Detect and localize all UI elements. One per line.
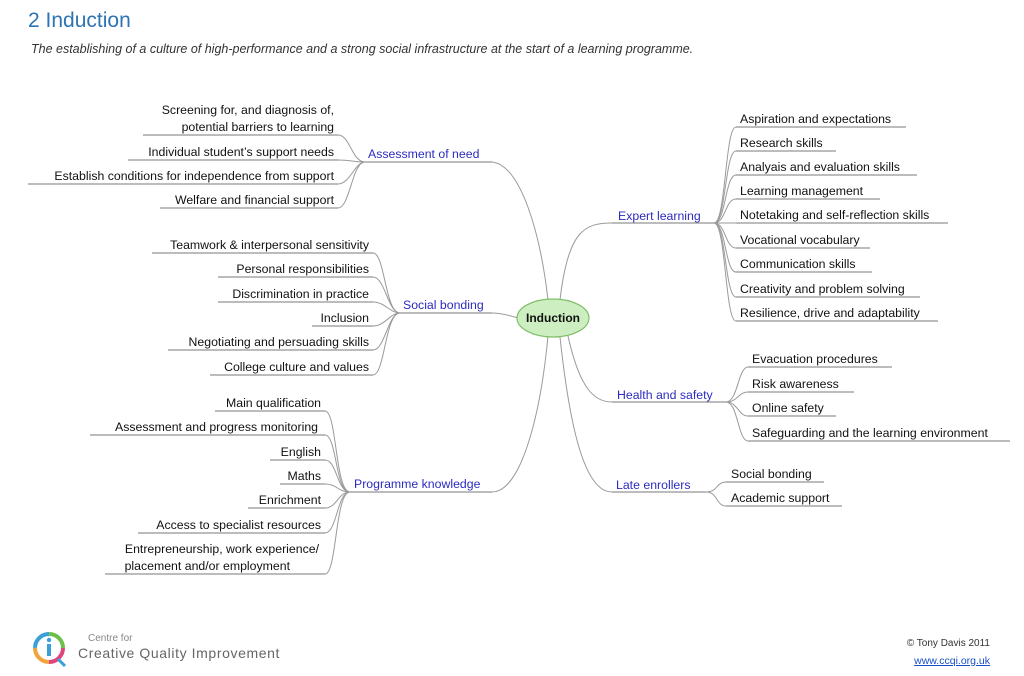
leaf-resilience: Resilience, drive and adaptability <box>740 306 921 320</box>
leaf-teamwork: Teamwork & interpersonal sensitivity <box>170 238 370 252</box>
leaf-creativity: Creativity and problem solving <box>740 282 905 296</box>
connector-programme-knowledge <box>491 335 549 493</box>
connector-health-and-safety <box>567 335 613 403</box>
leaf-specialist-resources: Access to specialist resources <box>156 518 321 532</box>
leaf-notetaking: Notetaking and self-reflection skills <box>740 208 929 222</box>
logo-text-small: Centre for <box>88 633 133 644</box>
branch-label-late-enrollers: Late enrollers <box>616 478 691 492</box>
connector-late-enrollers <box>559 336 613 493</box>
leaf-assessment-progress: Assessment and progress monitoring <box>115 420 318 434</box>
leaf-college-culture: College culture and values <box>224 360 369 374</box>
branch-programme-knowledge: Programme knowledge Main qualification A… <box>90 396 492 575</box>
logo-letter-i <box>47 644 51 656</box>
branch-label-programme-knowledge: Programme knowledge <box>354 477 481 491</box>
leaf-main-qualification: Main qualification <box>226 396 321 410</box>
branch-label-expert-learning: Expert learning <box>618 209 701 223</box>
page-subtitle: The establishing of a culture of high-pe… <box>31 42 694 56</box>
center-node-label: Induction <box>526 311 580 325</box>
leaf-negotiating: Negotiating and persuading skills <box>189 335 369 349</box>
leaf-discrimination: Discrimination in practice <box>232 287 369 301</box>
leaf-screening-line2: potential barriers to learning <box>182 120 335 134</box>
logo-tail <box>56 657 67 668</box>
leaf-academic-support: Academic support <box>731 491 830 505</box>
logo-ring-segment <box>33 632 65 664</box>
center-connectors <box>491 161 613 493</box>
branch-assessment-of-need: Assessment of need Screening for, and di… <box>28 103 492 209</box>
branch-label-assessment-of-need: Assessment of need <box>368 147 480 161</box>
leaf-aspiration: Aspiration and expectations <box>740 112 891 126</box>
leaf-welfare: Welfare and financial support <box>175 193 335 207</box>
branch-label-health-and-safety: Health and safety <box>617 388 714 402</box>
connector-expert-learning <box>559 222 613 301</box>
center-node-ellipse <box>516 298 590 338</box>
leaf-learning-management: Learning management <box>740 184 864 198</box>
logo-ring-segment <box>33 632 65 664</box>
center-node: Induction <box>516 298 590 338</box>
leaf-analysis-evaluation: Analyais and evaluation skills <box>740 160 900 174</box>
leaf-entrepreneurship-line1: Entrepreneurship, work experience/ <box>125 542 320 556</box>
leaf-entrepreneurship-line2: placement and/or employment <box>125 559 291 573</box>
leaf-independence: Establish conditions for independence fr… <box>54 169 334 183</box>
leaf-risk-awareness: Risk awareness <box>752 377 839 391</box>
page-title: 2 Induction <box>28 9 131 32</box>
ccqi-logo-icon <box>33 632 67 668</box>
leaf-english: English <box>281 445 321 459</box>
leaf-online-safety: Online safety <box>752 401 825 415</box>
leaf-safeguarding: Safeguarding and the learning environmen… <box>752 426 988 440</box>
leaf-enrichment: Enrichment <box>259 493 322 507</box>
leaf-research-skills: Research skills <box>740 136 823 150</box>
branch-label-social-bonding: Social bonding <box>403 298 484 312</box>
leaf-personal-responsibilities: Personal responsibilities <box>236 262 369 276</box>
leaf-maths: Maths <box>288 469 322 483</box>
leaf-late-social-bonding: Social bonding <box>731 467 812 481</box>
branch-expert-learning: Expert learning Aspiration and expectati… <box>612 112 948 322</box>
connector-social-bonding <box>491 312 519 319</box>
logo-letter-i-dot <box>46 637 52 643</box>
leaf-communication-skills: Communication skills <box>740 257 856 271</box>
leaf-inclusion: Inclusion <box>320 311 369 325</box>
leaf-screening-line1: Screening for, and diagnosis of, <box>162 103 334 117</box>
branch-late-enrollers: Late enrollers Social bonding Academic s… <box>612 467 842 507</box>
branch-social-bonding: Social bonding Teamwork & interpersonal … <box>152 238 492 376</box>
connector-assessment-of-need <box>491 161 549 301</box>
website-link[interactable]: www.ccqi.org.uk <box>914 655 990 667</box>
logo-text-big: Creative Quality Improvement <box>78 645 280 661</box>
leaf-evacuation: Evacuation procedures <box>752 352 878 366</box>
leaf-individual-support: Individual student’s support needs <box>148 145 334 159</box>
branch-health-and-safety: Health and safety Evacuation procedures … <box>612 352 1010 442</box>
leaf-vocational-vocabulary: Vocational vocabulary <box>740 233 860 247</box>
copyright-text: © Tony Davis 2011 <box>906 638 990 649</box>
logo-ring-segment <box>33 632 65 664</box>
